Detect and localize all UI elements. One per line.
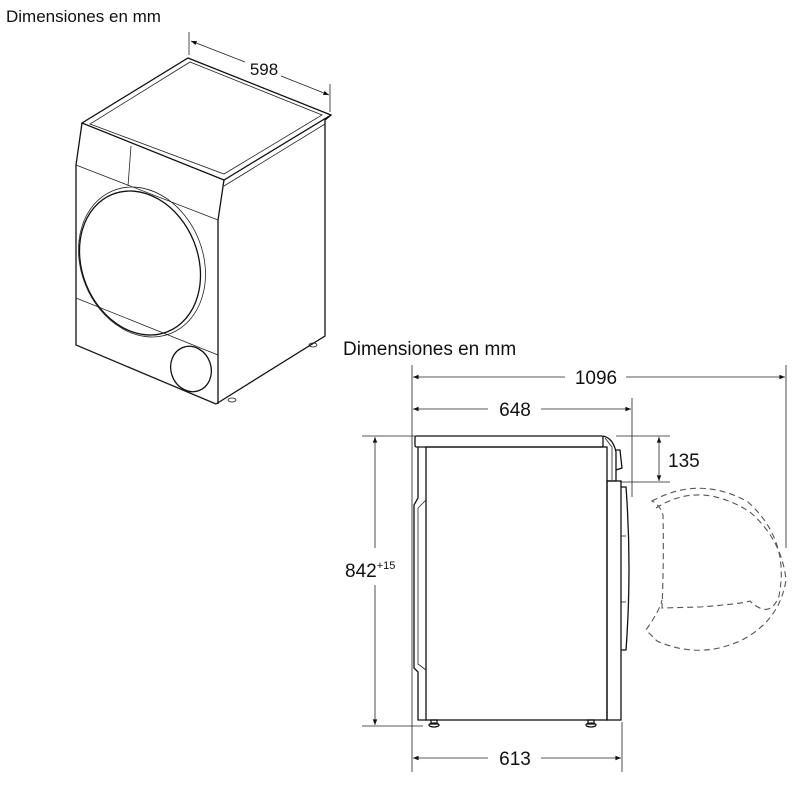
side-view: Dimensiones en mm 1096 648 135 842+15	[343, 339, 787, 772]
side-dryer-drawing	[413, 435, 630, 728]
label-648: 648	[499, 400, 531, 421]
dimension-842: 842+15	[345, 435, 423, 727]
dimension-613: 613	[412, 722, 623, 772]
iso-view: Dimensiones en mm 598	[6, 7, 333, 405]
label-1096: 1096	[575, 368, 617, 389]
label-613: 613	[499, 749, 531, 770]
height-tolerance: +15	[377, 560, 396, 572]
iso-width-dimension: 598	[188, 32, 331, 112]
label-135: 135	[668, 451, 700, 472]
open-door-outline	[645, 487, 787, 651]
height-value: 842	[345, 561, 377, 582]
dimension-1096: 1096	[411, 365, 787, 772]
iso-heading: Dimensiones en mm	[6, 7, 161, 26]
label-842: 842+15	[345, 560, 395, 582]
dimension-648: 648	[412, 398, 633, 497]
iso-dryer-drawing	[75, 57, 333, 405]
side-heading: Dimensiones en mm	[343, 339, 516, 360]
dimension-135: 135	[616, 435, 700, 483]
width-label: 598	[250, 60, 278, 79]
